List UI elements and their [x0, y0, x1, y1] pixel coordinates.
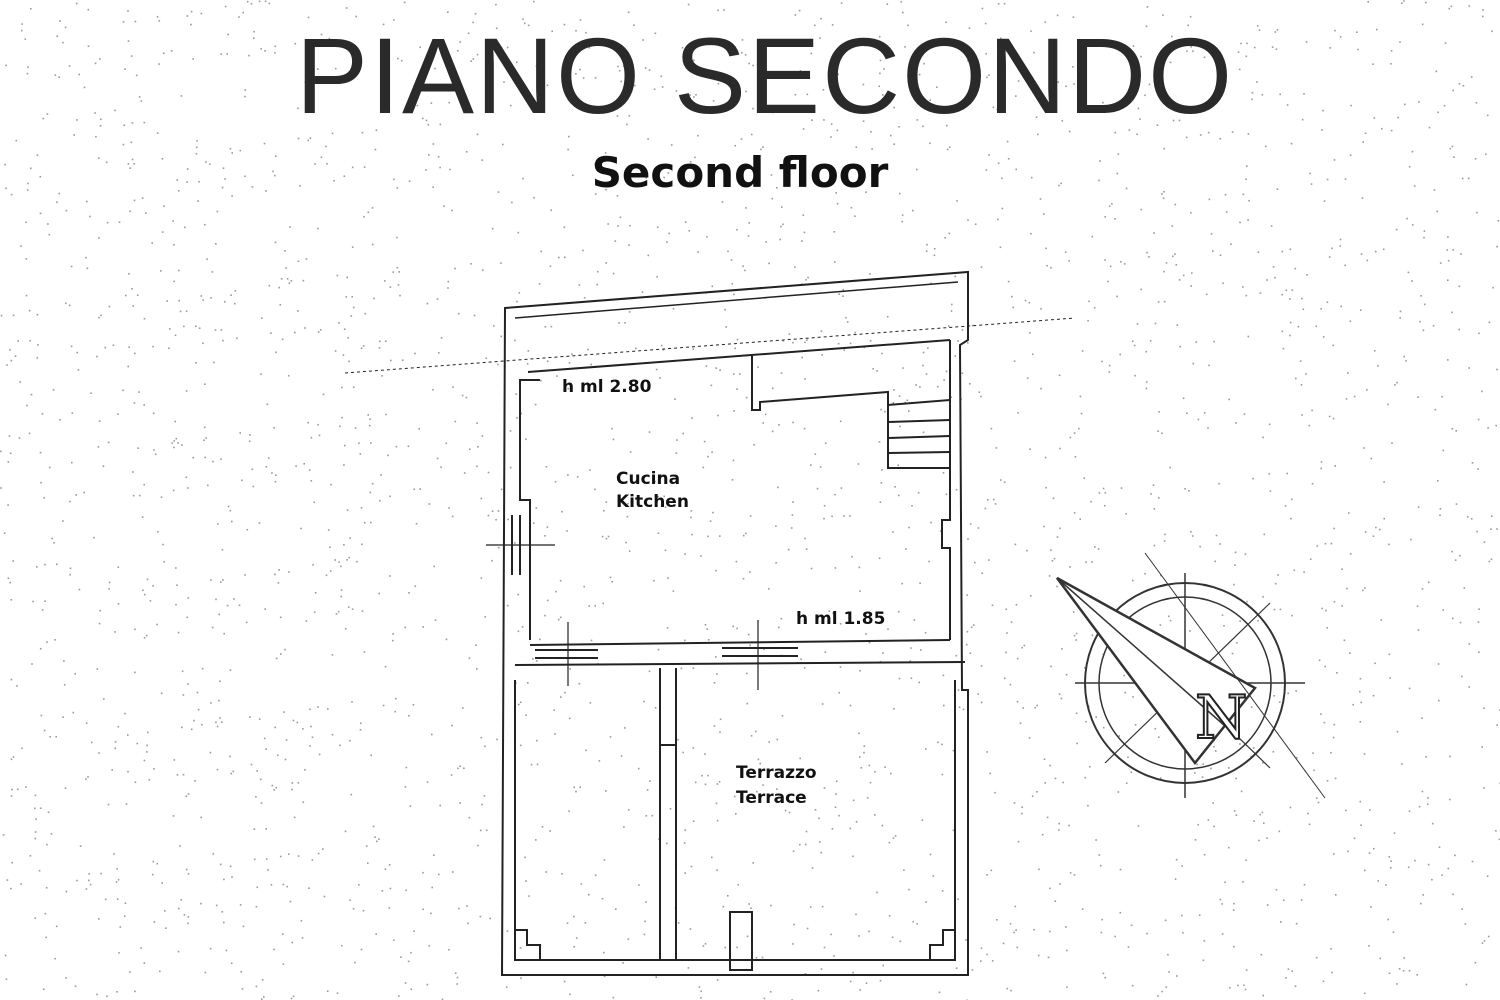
stair-niche: [751, 356, 951, 411]
kitchen-north-wall: [527, 339, 951, 373]
outer-wall: [500, 270, 969, 976]
terrace-divider: [659, 668, 677, 746]
north-letter: N: [1195, 683, 1248, 753]
window-south-2: [722, 647, 798, 657]
kitchen-label-it: Cucina: [616, 469, 681, 489]
alignment-line: [344, 317, 1076, 374]
window-south-1: [535, 649, 598, 659]
height-label-top: h ml 2.80: [562, 377, 652, 397]
terrace-label-it: Terrazzo: [736, 763, 817, 783]
kitchen-south-wall: [529, 639, 951, 646]
plan-title: PIANO SECONDO: [295, 15, 1235, 136]
stair-steps: [887, 419, 951, 454]
inner-wall-line: [514, 281, 959, 319]
plan-subtitle: Second floor: [591, 148, 889, 197]
compass-rose-icon: N: [1055, 552, 1326, 799]
terrace-label-en: Terrace: [736, 788, 807, 808]
height-label-bottom: h ml 1.85: [796, 609, 886, 629]
kitchen-label-en: Kitchen: [616, 492, 689, 512]
pier: [729, 911, 753, 971]
